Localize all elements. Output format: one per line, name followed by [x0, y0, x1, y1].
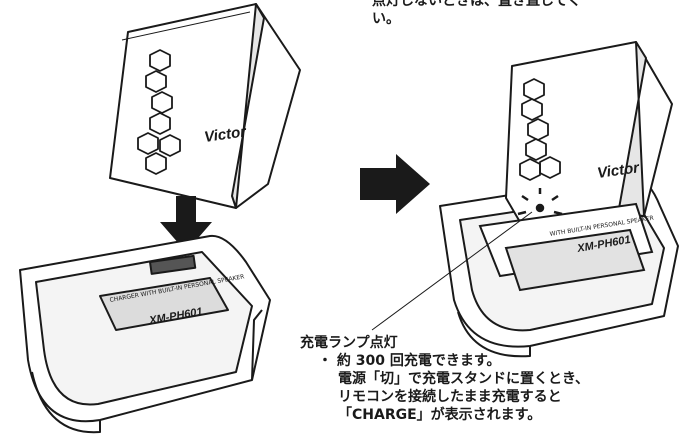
- bullet-charges: ・ 約 300 回充電できます。: [318, 353, 501, 369]
- arrow-right: [360, 154, 430, 214]
- stand-left: CHARGER WITH BUILT-IN PERSONAL SPEAKER X…: [19, 234, 271, 434]
- player-right: Victor: [505, 41, 673, 223]
- player-left: Victor: [109, 3, 301, 209]
- note-line-2: 電源「切」で充電スタンドに置くとき、: [338, 371, 590, 387]
- arrow-down: [160, 196, 212, 252]
- brand-logo-right: Victor: [596, 159, 641, 182]
- leader-line: [371, 211, 533, 331]
- caption-charge-lamp: 充電ランプ点灯: [300, 335, 398, 351]
- note-line-4: 「CHARGE」が表示されます。: [338, 407, 542, 423]
- note-line-3: リモコンを接続したまま充電すると: [338, 389, 562, 405]
- top-note-line1: 点灯しないときは、置き直してく: [372, 0, 582, 9]
- stand-front-right: WITH BUILT-IN PERSONAL SPEAKER XM-PH601: [478, 202, 654, 292]
- top-note-line2: い。: [372, 11, 400, 27]
- charge-lamp-icon: [517, 188, 563, 216]
- brand-logo-left: Victor: [203, 123, 248, 146]
